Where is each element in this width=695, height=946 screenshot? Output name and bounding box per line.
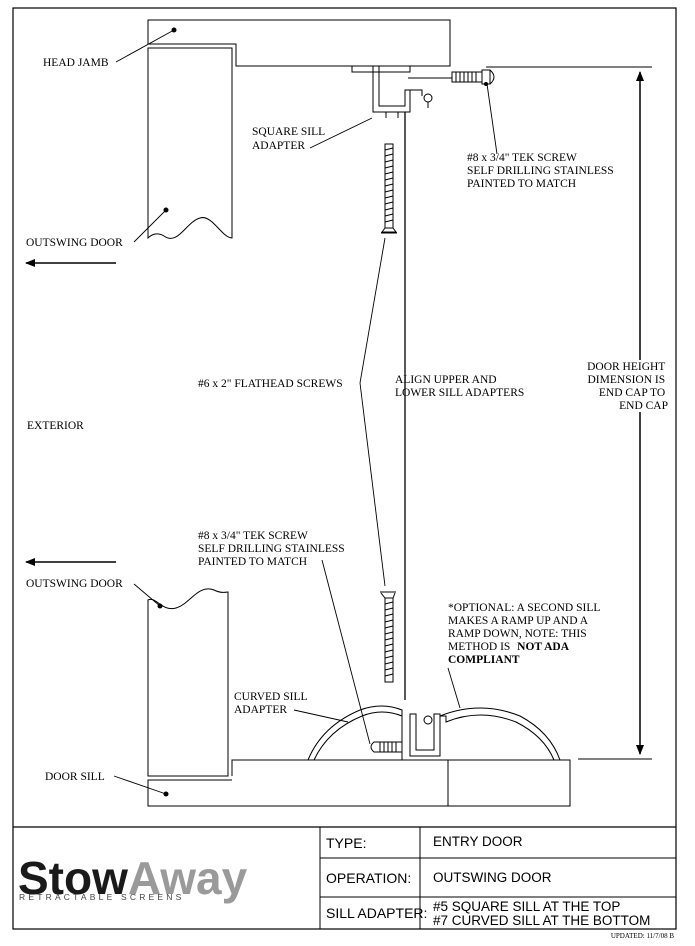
label-door-height: DOOR HEIGHT DIMENSION IS END CAP TO END … xyxy=(587,361,668,412)
updated-stamp: UPDATED: 11/7/08 B xyxy=(611,932,674,940)
label-tek-screw-bottom: #8 x 3/4" TEK SCREW SELF DRILLING STAINL… xyxy=(198,530,348,568)
label-door-sill: DOOR SILL xyxy=(45,771,105,783)
outswing-door-top xyxy=(147,47,233,240)
sheet-border xyxy=(12,7,677,930)
type-label: TYPE: xyxy=(326,835,366,851)
square-sill-adapter xyxy=(351,65,433,118)
sill-adapter-value-2: #7 CURVED SILL AT THE BOTTOM xyxy=(433,913,650,928)
leader-dot-tek-top xyxy=(484,82,488,86)
label-flathead-screws: #6 x 2" FLATHEAD SCREWS xyxy=(198,378,343,390)
leader-dot-door-top xyxy=(163,207,169,213)
label-outswing-door-bottom: OUTSWING DOOR xyxy=(26,578,123,590)
leader-dot-door-bottom xyxy=(157,603,163,609)
sill-adapter-label: SILL ADAPTER: xyxy=(326,905,427,921)
head-jamb xyxy=(147,19,451,67)
title-block: StowAway RETRACTABLE SCREENS TYPE: ENTRY… xyxy=(13,826,676,929)
outswing-door-bottom xyxy=(147,588,229,777)
door-sill xyxy=(147,759,571,807)
leader-dot-head-jamb xyxy=(171,27,177,33)
type-value: ENTRY DOOR xyxy=(433,834,523,849)
leader-lines xyxy=(113,29,498,795)
label-tek-screw-top: #8 x 3/4" TEK SCREW SELF DRILLING STAINL… xyxy=(467,152,617,190)
label-curved-sill-adapter: CURVED SILL ADAPTER xyxy=(234,691,310,716)
sill-adapter-value-1: #5 SQUARE SILL AT THE TOP xyxy=(433,899,620,914)
flathead-screw-upper xyxy=(381,143,397,234)
logo-tagline: RETRACTABLE SCREENS xyxy=(19,892,185,902)
operation-value: OUTSWING DOOR xyxy=(433,870,552,885)
door-height-dimension xyxy=(486,66,652,760)
label-align-adapters: ALIGN UPPER AND LOWER SILL ADAPTERS xyxy=(395,374,524,399)
operation-label: OPERATION: xyxy=(326,870,411,886)
label-exterior: EXTERIOR xyxy=(27,420,84,432)
curved-sill-adapter xyxy=(307,705,561,761)
label-head-jamb: HEAD JAMB xyxy=(43,57,109,69)
label-optional-note: *OPTIONAL: A SECOND SILL MAKES A RAMP UP… xyxy=(448,602,603,666)
leader-dot-door-sill xyxy=(163,791,169,797)
label-outswing-door-top: OUTSWING DOOR xyxy=(26,237,123,249)
tek-screw-bottom xyxy=(370,741,403,753)
tek-screw-top xyxy=(408,69,495,85)
label-square-sill-adapter: SQUARE SILL ADAPTER xyxy=(252,126,328,152)
logo: StowAway xyxy=(18,852,248,904)
flathead-screw-lower xyxy=(380,591,396,683)
